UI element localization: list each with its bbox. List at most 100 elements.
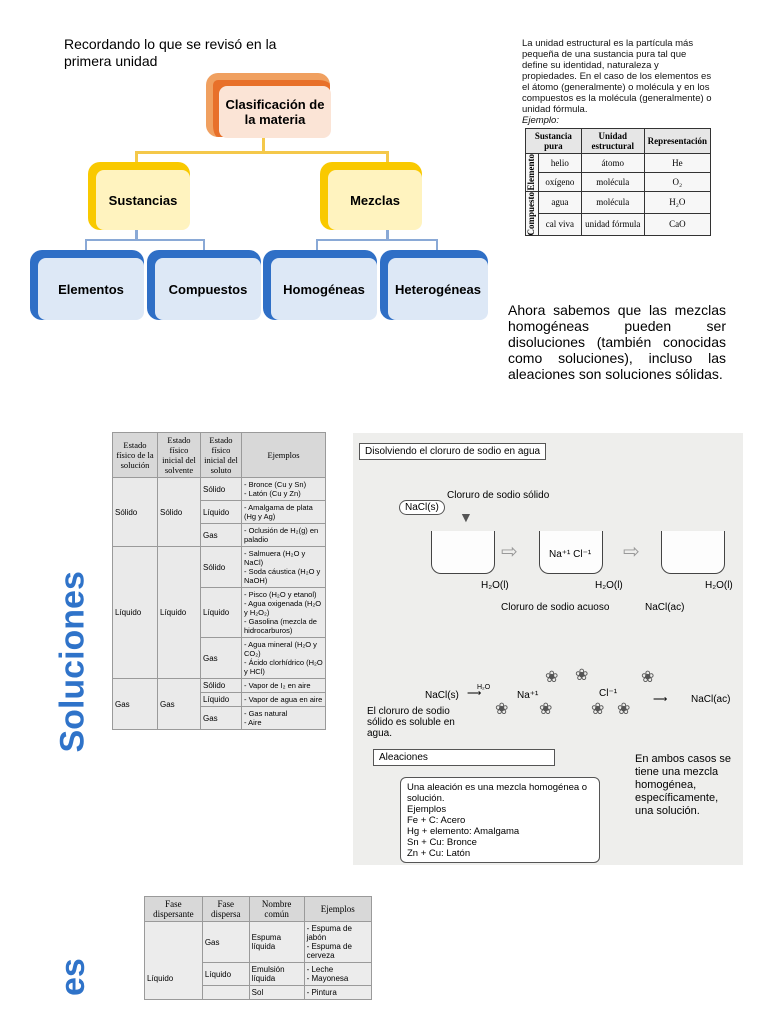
nacl-solid-label: NaCl(s) — [399, 500, 445, 515]
table-cell: Gas — [112, 678, 158, 730]
table-cell: Sólido — [157, 477, 201, 547]
arrow-right-icon: ⇨ — [623, 541, 640, 563]
table-cell: - Vapor de I₂ en aire — [241, 678, 326, 693]
table-row: Líquido - Pisco (H₂O y etanol) - Agua ox… — [113, 587, 326, 638]
table-header: Fase dispersa — [201, 896, 250, 922]
table-cell: Sólido — [112, 477, 158, 547]
chloride-ion: Cl⁻¹ — [599, 688, 618, 699]
water-molecule-icon: ❀ — [545, 669, 559, 686]
panel-title-dissolving: Disolviendo el cloruro de sodio en agua — [359, 443, 547, 460]
alloy-line: Una aleación es una mezcla homogénea o s… — [407, 782, 588, 804]
intro-text: Recordando lo que se revisó en la primer… — [64, 36, 277, 69]
table-cell: - Leche - Mayonesa — [303, 962, 373, 986]
table-row: Elemento helio átomo He — [525, 153, 712, 192]
table-cell: Sólido — [200, 678, 242, 693]
equation-arrow-icon: ⟶ — [467, 688, 482, 699]
table-header: Unidad estructural — [580, 128, 645, 154]
soluble-caption: El cloruro de sodio sólido es soluble en… — [367, 706, 455, 739]
mixtures-paragraph: Ahora sabemos que las mezclas homogéneas… — [508, 302, 726, 382]
alloy-line: Fe + C: Acero — [407, 815, 466, 826]
node-label: Sustancias — [108, 192, 178, 208]
table-cell: cal viva — [538, 212, 582, 237]
node-homogeneas: Homogéneas — [263, 250, 377, 320]
node-label: Mezclas — [350, 192, 400, 208]
table-cell: Sólido — [200, 477, 242, 501]
panel-title-alloys: Aleaciones — [373, 749, 555, 766]
structural-unit-text: La unidad estructural es la partícula má… — [522, 38, 712, 126]
table-header: Ejemplos — [241, 432, 326, 478]
table-header: Estado físico de la solución — [112, 432, 158, 478]
water-molecule-icon: ❀ — [641, 669, 655, 686]
table-cell: - Amalgama de plata (Hg y Ag) — [241, 500, 326, 524]
sodium-ion: Na⁺¹ — [517, 690, 539, 701]
table-cell: He — [643, 153, 712, 173]
arrow-down-icon: ▼ — [459, 509, 473, 525]
table-cell: - Vapor de agua en aire — [241, 692, 326, 707]
table-cell: - Pintura — [303, 985, 373, 1000]
node-label: Compuestos — [168, 281, 248, 297]
table-cell: átomo — [580, 153, 645, 173]
table-row: Sol - Pintura — [145, 985, 373, 1000]
table-cell: helio — [538, 153, 582, 173]
table-row: Gas - Gas natural - Aire — [113, 706, 326, 730]
table-row: Líquido Gas Espuma líquida - Espuma de j… — [144, 921, 373, 1000]
table-cell: Líquido — [200, 500, 242, 524]
table-row: Gas - Agua mineral (H₂O y CO₂) - Ácido c… — [113, 637, 326, 679]
equation-arrow-label: H₂O — [477, 684, 491, 691]
alloy-line: Sn + Cu: Bronce — [407, 837, 477, 848]
alloy-line: Hg + elemento: Amalgama — [407, 826, 520, 837]
table-header: Ejemplos — [303, 896, 373, 922]
water-molecule-icon: ❀ — [575, 667, 589, 684]
table-cell: - Espuma de jabón - Espuma de cerveza — [303, 921, 373, 963]
example-label: Ejemplo: — [522, 115, 559, 126]
table-cell: - Gas natural - Aire — [241, 706, 326, 730]
nacl-solid-caption: Cloruro de sodio sólido — [447, 490, 550, 501]
group-label: Compuesto — [526, 191, 536, 236]
node-heterogeneas: Heterogéneas — [380, 250, 488, 320]
arrow-right-icon: ⇨ — [501, 541, 518, 563]
table-cell: Líquido — [144, 921, 203, 1000]
table-row: Sólido Sólido Sólido - Bronce (Cu y Sn) … — [112, 477, 326, 547]
table-cell: O₂ — [643, 171, 712, 192]
table-cell: molécula — [580, 171, 645, 192]
nacl-aq-label: NaCl(ac) — [645, 602, 685, 613]
table-cell: Emulsión líquida — [248, 962, 305, 986]
table-row: Líquido - Vapor de agua en aire — [113, 692, 326, 707]
node-elementos: Elementos — [30, 250, 144, 320]
alloy-line: Zn + Cu: Latón — [407, 848, 471, 859]
water-molecule-icon: ❀ — [495, 701, 509, 718]
equation-right: NaCl(ac) — [691, 694, 731, 705]
alloy-box: Una aleación es una mezcla homogénea o s… — [400, 777, 600, 863]
note-text: En ambos casos se tiene una mezcla homog… — [635, 753, 731, 817]
table-cell: Gas — [201, 921, 250, 963]
table-cell: Sol — [248, 985, 305, 1000]
table-header: Estado físico inicial del soluto — [200, 432, 242, 478]
table-cell: Líquido — [200, 587, 242, 638]
water-molecule-icon: ❀ — [591, 701, 605, 718]
solutions-table: Estado físico de la solución Estado físi… — [112, 432, 326, 730]
table-row: Líquido Líquido Sólido - Salmuera (H₂O y… — [112, 546, 326, 679]
table-header: Estado físico inicial del solvente — [157, 432, 201, 478]
node-mezclas: Mezclas — [320, 162, 422, 230]
table-cell: agua — [538, 190, 582, 214]
colloids-table: Fase dispersante Fase dispersa Nombre co… — [144, 896, 373, 1000]
structural-unit-body: La unidad estructural es la partícula má… — [522, 38, 712, 115]
group-label: Elemento — [526, 154, 536, 191]
alloy-line: Ejemplos — [407, 804, 447, 815]
table-cell: Sólido — [200, 546, 242, 588]
node-sustancias: Sustancias — [88, 162, 190, 230]
table-header: Representación — [643, 128, 712, 154]
aqueous-caption: Cloruro de sodio acuoso — [501, 602, 610, 613]
coloides-title: es — [54, 958, 92, 996]
table-header: Nombre común — [248, 896, 305, 922]
soluciones-title: Soluciones — [50, 560, 92, 752]
table-row: Compuesto agua molécula H₂O — [525, 190, 712, 237]
table-row: Gas Gas Sólido - Vapor de I₂ en aire — [112, 678, 326, 730]
table-cell: - Oclusión de H₂(g) en paladio — [241, 523, 326, 547]
equation-left: NaCl(s) — [425, 690, 459, 701]
table-header: Sustancia pura — [525, 128, 582, 154]
node-compuestos: Compuestos — [147, 250, 261, 320]
node-clasificacion: Clasificación de la materia — [206, 73, 331, 138]
table-cell: Líquido — [201, 962, 250, 986]
equation-arrow-icon: ⟶ — [653, 694, 668, 705]
